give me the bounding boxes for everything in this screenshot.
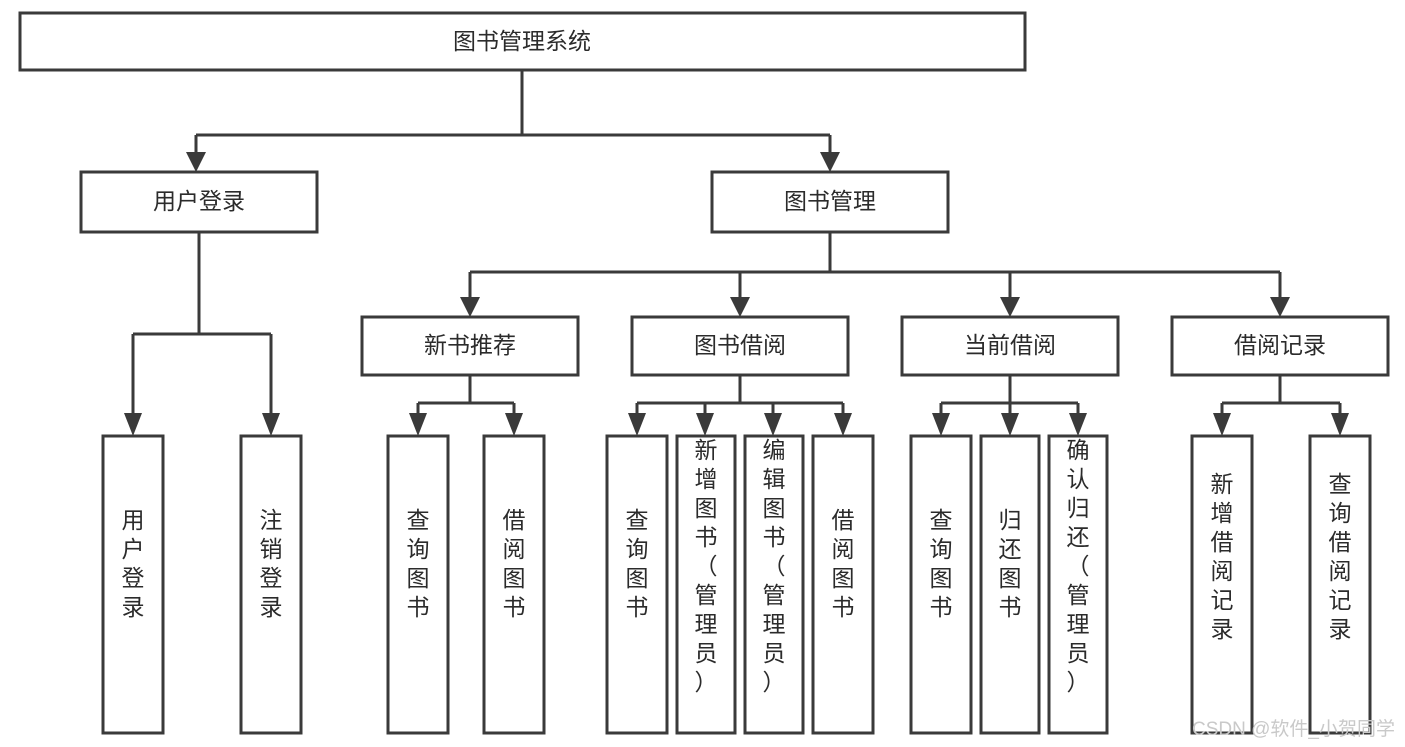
- node-book-borrow-label: 图书借阅: [694, 332, 786, 358]
- node-leaf-query-book-new[interactable]: 查询图书: [386, 434, 450, 735]
- node-leaf-query-book-current[interactable]: 查询图书: [909, 434, 973, 735]
- arrow-borrow-leaf3: [764, 413, 782, 436]
- node-leaf-borrow-book[interactable]: 借阅图书: [811, 434, 875, 735]
- arrow-current-leaf2: [1001, 413, 1019, 436]
- node-leaf-user-logout-box[interactable]: [239, 434, 303, 735]
- node-leaf-borrow-book-box[interactable]: [811, 434, 875, 735]
- arrow-to-records: [1270, 297, 1290, 317]
- node-leaf-confirm-return[interactable]: 确认归还（管理员）: [1047, 434, 1109, 735]
- arrow-borrow-leaf1: [628, 413, 646, 436]
- node-leaf-return-book[interactable]: 归还图书: [979, 434, 1041, 735]
- arrow-newbook-leaf1: [409, 413, 427, 436]
- node-new-book-recommend-label: 新书推荐: [424, 332, 516, 358]
- node-leaf-return-book-label: 归还图书: [999, 507, 1022, 620]
- node-book-management-box[interactable]: [710, 170, 950, 234]
- arrow-records-leaf1: [1213, 413, 1231, 436]
- node-leaf-edit-book-box[interactable]: [743, 434, 805, 735]
- node-leaf-edit-book[interactable]: 编辑图书（管理员）: [743, 434, 805, 735]
- node-root[interactable]: 图书管理系统: [18, 11, 1027, 72]
- node-leaf-add-book[interactable]: 新增图书（管理员）: [675, 434, 737, 735]
- arrow-records-leaf2: [1331, 413, 1349, 436]
- node-leaf-user-logout[interactable]: 注销登录: [239, 434, 303, 735]
- node-leaf-query-book-current-box[interactable]: [909, 434, 973, 735]
- arrow-borrow-leaf4: [834, 413, 852, 436]
- node-leaf-user-login-box[interactable]: [101, 434, 165, 735]
- node-leaf-confirm-return-label: 确认归还（管理员）: [1067, 437, 1090, 695]
- node-book-management-label: 图书管理: [784, 188, 876, 214]
- node-leaf-add-record[interactable]: 新增借阅记录: [1190, 434, 1254, 735]
- node-new-book-recommend[interactable]: 新书推荐: [360, 315, 580, 377]
- arrow-newbook-leaf2: [505, 413, 523, 436]
- node-current-borrow-label: 当前借阅: [964, 332, 1056, 358]
- arrow-current-leaf1: [932, 413, 950, 436]
- node-leaf-user-logout-label: 注销登录: [260, 507, 283, 620]
- node-leaf-add-book-label: 新增图书（管理员）: [695, 437, 718, 695]
- node-leaf-borrow-book-new[interactable]: 借阅图书: [482, 434, 546, 735]
- arrow-to-borrow: [730, 297, 750, 317]
- node-borrow-records-box[interactable]: [1170, 315, 1390, 377]
- node-book-borrow[interactable]: 图书借阅: [630, 315, 850, 377]
- node-leaf-return-book-box[interactable]: [979, 434, 1041, 735]
- arrow-borrow-leaf2: [696, 413, 714, 436]
- node-leaf-edit-book-label: 编辑图书（管理员）: [763, 437, 786, 695]
- node-leaf-query-book-new-label: 查询图书: [407, 507, 430, 620]
- node-leaf-add-book-box[interactable]: [675, 434, 737, 735]
- arrow-current-leaf3: [1069, 413, 1087, 436]
- node-root-box[interactable]: [18, 11, 1027, 72]
- arrow-login-leaf2: [262, 413, 280, 436]
- node-leaf-query-record-label: 查询借阅记录: [1329, 471, 1352, 642]
- csdn-watermark: CSDN @软件_小贺同学: [1192, 718, 1395, 740]
- node-leaf-query-book-borrow[interactable]: 查询图书: [605, 434, 669, 735]
- node-leaf-borrow-book-label: 借阅图书: [832, 507, 855, 620]
- arrow-login-leaf1: [124, 413, 142, 436]
- arrow-to-bookmgmt: [820, 152, 840, 172]
- node-leaf-query-record-box[interactable]: [1308, 434, 1372, 735]
- node-leaf-user-login-label: 用户登录: [122, 507, 145, 620]
- node-leaf-add-record-label: 新增借阅记录: [1211, 471, 1234, 642]
- node-leaf-query-record[interactable]: 查询借阅记录: [1308, 434, 1372, 735]
- arrow-to-current: [1000, 297, 1020, 317]
- connector-layer: [124, 70, 1349, 436]
- node-leaf-query-book-borrow-box[interactable]: [605, 434, 669, 735]
- node-new-book-recommend-box[interactable]: [360, 315, 580, 377]
- node-root-label: 图书管理系统: [453, 28, 591, 54]
- arrow-to-login: [186, 152, 206, 172]
- node-book-management[interactable]: 图书管理: [710, 170, 950, 234]
- node-borrow-records[interactable]: 借阅记录: [1170, 315, 1390, 377]
- node-leaf-confirm-return-box[interactable]: [1047, 434, 1109, 735]
- node-user-login-label: 用户登录: [153, 188, 245, 214]
- node-user-login[interactable]: 用户登录: [79, 170, 319, 234]
- arrow-to-newbook: [460, 297, 480, 317]
- node-leaf-query-book-borrow-label: 查询图书: [626, 507, 649, 620]
- node-leaf-query-book-current-label: 查询图书: [930, 507, 953, 620]
- node-leaf-query-book-new-box[interactable]: [386, 434, 450, 735]
- node-borrow-records-label: 借阅记录: [1234, 332, 1326, 358]
- node-leaf-add-record-box[interactable]: [1190, 434, 1254, 735]
- node-leaf-borrow-book-new-box[interactable]: [482, 434, 546, 735]
- node-leaf-borrow-book-new-label: 借阅图书: [503, 507, 526, 620]
- node-book-borrow-box[interactable]: [630, 315, 850, 377]
- node-user-login-box[interactable]: [79, 170, 319, 234]
- node-current-borrow[interactable]: 当前借阅: [900, 315, 1120, 377]
- node-leaf-user-login[interactable]: 用户登录: [101, 434, 165, 735]
- node-current-borrow-box[interactable]: [900, 315, 1120, 377]
